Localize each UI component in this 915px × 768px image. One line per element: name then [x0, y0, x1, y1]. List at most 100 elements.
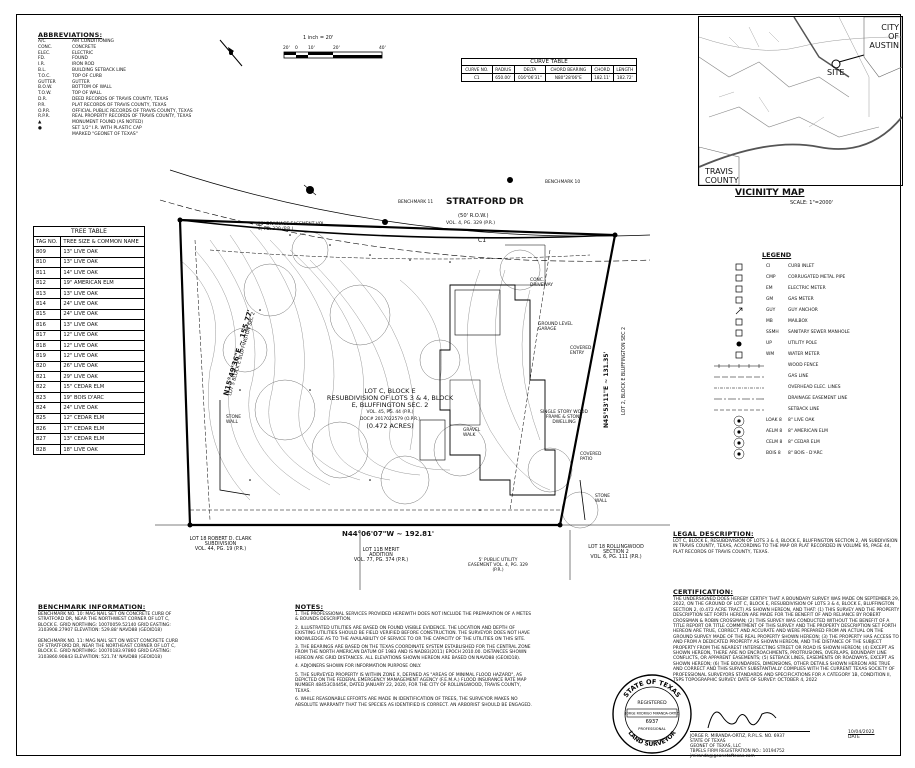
seal-professional: PROFESSIONAL: [638, 727, 665, 731]
bearing-bottom: N44°06'07"W ~ 192.81': [342, 530, 434, 538]
abbreviation-row: B.L.BUILDING SETBACK LINE: [38, 68, 218, 74]
lot-reference: VOL. 45, PG. 44 (P.R.): [366, 410, 414, 415]
spot-elevations: [239, 234, 481, 511]
vicinity-map: CITY OF AUSTIN TRAVIS COUNTY SITE: [698, 16, 903, 186]
plat-north-arrow-icon: [303, 184, 317, 196]
signature-date-label: DATE: [848, 735, 860, 741]
garage-label: GROUND LEVEL GARAGE: [538, 322, 573, 332]
scale-label: 1 inch = 20': [303, 35, 334, 41]
tree-table-cell: 13" LIVE OAK: [60, 246, 145, 258]
tree-table-cell: 828: [32, 443, 62, 456]
signature-date: 10/04/2022: [848, 730, 875, 735]
scale-tick-label: 20': [333, 46, 340, 51]
abbreviation-key: ▲: [38, 120, 42, 126]
legend-label: OVERHEAD ELEC. LINES: [788, 385, 841, 390]
benchmark-10-label: BENCHMARK 10: [545, 180, 581, 185]
abbreviation-row: I.R.IRON ROD: [38, 62, 218, 68]
vicinity-site-label: SITE: [827, 68, 845, 77]
notes-title: NOTES:: [295, 603, 324, 611]
street-name: STRATFORD DR: [446, 197, 524, 207]
tree-table-cell: 13" LIVE OAK: [60, 319, 145, 331]
cmp-symbol-icon: [712, 274, 766, 282]
legend-code: CELM 8: [766, 440, 783, 445]
adjoiner-lot-18-rollingwood: LOT 18 ROLLINGWOOD SECTION 2 VOL. 6, PG.…: [578, 545, 654, 560]
curve-table-header: CURVE NO.: [461, 65, 493, 74]
covered-entry-label: COVERED ENTRY: [570, 346, 592, 356]
signature-name: JORGE R. MIRANDA-ORTIZ, R.P.L.S. NO. 693…: [690, 734, 785, 739]
gm-symbol-icon: [712, 296, 766, 304]
note-item: 1. THE PROFESSIONAL SERVICES PROVIDED HE…: [295, 612, 532, 623]
legend-code: CI: [766, 264, 771, 269]
abbreviation-meaning: PLAT RECORDS OF TRAVIS COUNTY, TEXAS: [72, 102, 167, 108]
vicinity-city-label: CITY OF AUSTIN: [869, 23, 899, 50]
legend-label: GAS METER: [788, 297, 814, 302]
signature-date-block: 10/04/2022 DATE: [848, 730, 874, 741]
lot-title: LOT C, BLOCK E RESUBDIVISION OF LOTS 3 &…: [325, 388, 455, 430]
abbreviation-key: I.R.: [38, 62, 45, 68]
abbreviation-key: A/C: [38, 39, 46, 44]
tree-table-cell: 816: [32, 319, 62, 331]
abbreviation-row: T.O.C. TOP OF CURB: [38, 74, 218, 80]
legend-code: GM: [766, 297, 774, 302]
abbreviation-row: MARKED "GEONET OF TEXAS": [38, 132, 218, 138]
seal-registered: REGISTERED: [637, 700, 667, 706]
abbreviation-row: CONC.CONCRETE: [38, 45, 218, 51]
tree-table-cell: 12" LIVE OAK: [60, 350, 145, 362]
abbreviation-meaning: DEED RECORDS OF TRAVIS COUNTY, TEXAS: [72, 96, 169, 102]
legend-row: GAS LINE: [712, 371, 902, 382]
notes-block: NOTES: 1. THE PROFESSIONAL SERVICES PROV…: [295, 603, 535, 711]
tree-table-cell: 12" CEDAR ELM: [60, 412, 145, 425]
ci-symbol-icon: [712, 263, 766, 271]
abbreviation-key: B.L.: [38, 67, 47, 73]
abbreviation-row: T.O.W.TOP OF WALL: [38, 91, 218, 97]
notes-list: 1. THE PROFESSIONAL SERVICES PROVIDED HE…: [295, 612, 535, 708]
abbreviation-meaning: TOP OF WALL: [72, 91, 102, 97]
adjoiner-lot-18-ref: VOL. 44, PG. 19 (P.R.): [194, 547, 247, 552]
tree-table-cell: 29" LIVE OAK: [60, 371, 145, 383]
curve-table-header: CHORD: [590, 65, 614, 74]
note-item: 3. THE BEARINGS ARE BASED ON THE TEXAS C…: [295, 645, 531, 661]
legend-row: SETBACK LINE: [712, 404, 902, 415]
tree-symbol-icon: [712, 437, 766, 449]
curve-table-cell: N80°28'06"E: [545, 73, 592, 82]
abbreviation-key: T.O.C.: [38, 73, 51, 79]
abbreviation-row: ●SET 1/2" I.R. WITH PLASTIC CAP: [38, 126, 218, 132]
tree-symbol-icon: [712, 448, 766, 460]
tree-table-cell: 818: [32, 339, 62, 352]
tree-table-cell: 12" LIVE OAK: [60, 329, 145, 341]
abbreviation-meaning: TOP OF CURB: [72, 73, 102, 79]
abbreviation-meaning: BOTTOM OF WALL: [72, 85, 112, 91]
tree-table-cell: 13" LIVE OAK: [60, 256, 145, 269]
em-symbol-icon: [712, 285, 766, 293]
signature-email: jmiranda@geonetoftexas.com: [690, 754, 755, 760]
note-item: 6. WHILE REASONABLE EFFORTS ARE MADE IN …: [295, 697, 532, 708]
abbreviation-meaning: REAL PROPERTY RECORDS OF TRAVIS COUNTY, …: [72, 114, 192, 120]
tree-table-cell: 812: [32, 277, 62, 289]
note-item: 5. THE SURVEYED PROPERTY IS WITHIN ZONE …: [295, 672, 527, 694]
legend-label: GAS LINE: [788, 374, 809, 379]
legend-label: 8" BOIS - D'ARC: [788, 451, 823, 456]
lot-title-text: LOT C, BLOCK E: [364, 387, 416, 395]
legal-title: LEGAL DESCRIPTION:: [673, 530, 754, 538]
legend-label: 8" CEDAR ELM: [788, 440, 820, 445]
legend-label: ELECTRIC METER: [788, 286, 826, 291]
certification-text: THE UNDERSIGNED DOES HEREBY CERTIFY THAT…: [673, 597, 900, 684]
vicinity-county-label: TRAVIS COUNTY: [705, 167, 739, 185]
abbreviation-meaning: AIR CONDITIONING: [72, 39, 114, 44]
tree-table-cell: 809: [32, 246, 62, 258]
legend-label: 8" AMERICAN ELM: [788, 429, 828, 434]
tree-table-cell: 815: [32, 308, 62, 321]
tree-table: TREE TABLE TAG NO.TREE SIZE & COMMON NAM…: [32, 226, 145, 456]
